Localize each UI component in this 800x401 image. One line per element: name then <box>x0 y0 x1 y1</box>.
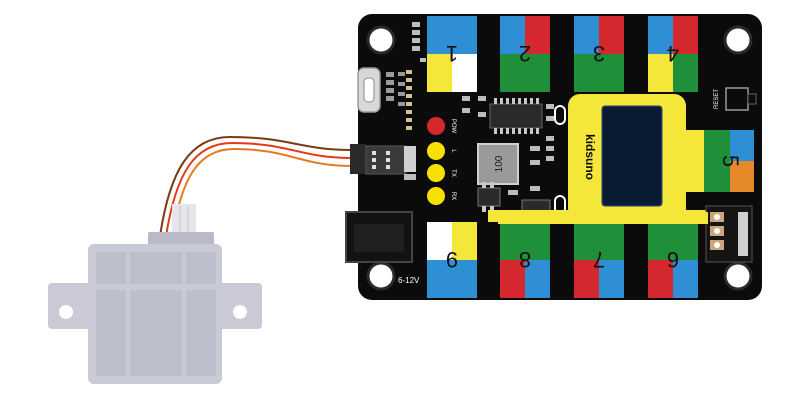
port-8: 8 <box>500 222 550 298</box>
port-label-4: 4 <box>667 41 679 66</box>
reset-button[interactable] <box>725 87 749 111</box>
led-rx <box>427 187 445 205</box>
inductor <box>477 143 519 185</box>
led-label-l: L <box>450 149 456 153</box>
servo-motor <box>48 204 262 384</box>
led-l <box>427 142 445 160</box>
port-2: 2 <box>500 16 550 92</box>
board-mount-hole <box>366 25 396 55</box>
led-label-pow: POW <box>450 119 456 134</box>
port-label-9: 9 <box>446 247 458 272</box>
port-label-1: 1 <box>446 41 458 66</box>
port-7: 7 <box>574 222 624 298</box>
board-mount-hole <box>723 261 753 291</box>
led-label-tx: TX <box>450 169 456 177</box>
port-label-8: 8 <box>519 247 531 272</box>
reset-label: RESET <box>714 89 720 109</box>
brand-label: kidsuno <box>583 134 597 180</box>
wire-orange <box>171 147 353 237</box>
oled-display <box>601 105 663 207</box>
port-label-2: 2 <box>519 41 531 66</box>
port-9: 9 <box>427 222 477 298</box>
kidsuno-board: 6-12V POW L TX RX 100 <box>345 14 762 300</box>
servo-header <box>350 144 366 174</box>
servo-top-cap <box>148 232 214 246</box>
mount-hole-left <box>59 305 73 319</box>
port-label-5: 5 <box>718 155 743 167</box>
port-4: 4 <box>648 16 698 92</box>
port-6: 6 <box>648 222 698 298</box>
main-ic <box>489 103 543 129</box>
led-label-rx: RX <box>450 192 456 200</box>
inductor-label: 100 <box>494 155 505 172</box>
led-pow <box>427 117 445 135</box>
board-mount-hole <box>366 261 396 291</box>
port-3: 3 <box>574 16 624 92</box>
wire-brown <box>159 135 353 237</box>
port-label-6: 6 <box>667 247 679 272</box>
servo-cable <box>159 135 353 237</box>
led-tx <box>427 164 445 182</box>
servo-mount-ear-left <box>48 283 94 329</box>
port-label-3: 3 <box>593 41 605 66</box>
power-label: 6-12V <box>398 276 420 285</box>
port-label-7: 7 <box>593 247 605 272</box>
mount-hole-right <box>233 305 247 319</box>
port-1: 1 <box>427 16 477 92</box>
wire-red <box>165 141 353 237</box>
port-5: 5 <box>704 130 754 192</box>
board-mount-hole <box>723 25 753 55</box>
